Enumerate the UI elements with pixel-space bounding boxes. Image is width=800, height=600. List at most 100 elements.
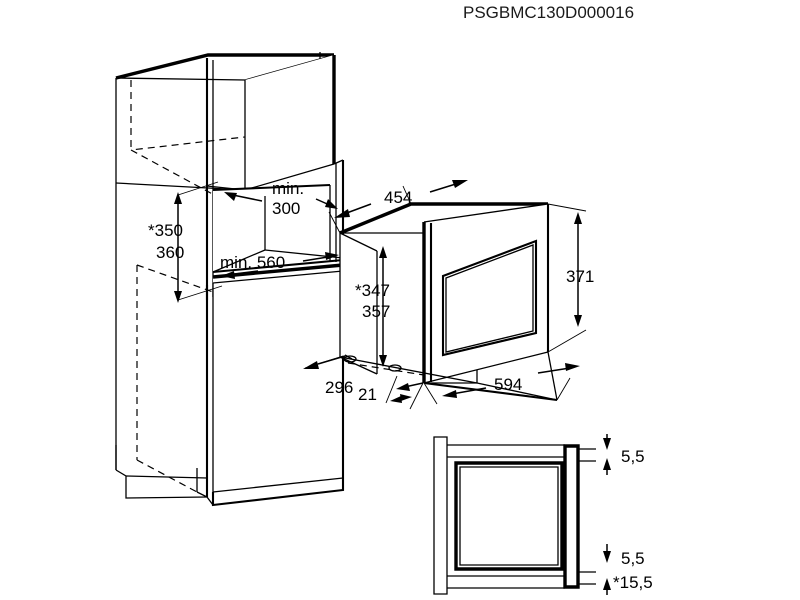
dimension-front-width: 594 — [423, 363, 580, 405]
dim-arrow-300-left — [224, 192, 237, 201]
niche-floor-left — [212, 249, 266, 273]
dimension-base-width: 296 — [303, 355, 424, 410]
appliance-base-back-edge — [339, 356, 478, 384]
appliance-left-top-edge — [339, 232, 378, 252]
dim-label-top-depth: 454 — [384, 188, 412, 207]
dim-label-foot-offset: 21 — [358, 385, 377, 404]
plinth-front — [211, 478, 345, 507]
dim-arrow-296-left — [303, 361, 319, 369]
dim-arrow-55-top-up — [603, 458, 611, 470]
dim-label-niche-height-alt: 360 — [156, 243, 184, 262]
dim-ext-371-top — [547, 203, 587, 212]
dim-line-594-left — [451, 387, 487, 395]
cabinet-side-plinth-top — [125, 475, 208, 479]
appliance-door-window-inner — [445, 244, 534, 353]
dim-arrow-560-right — [325, 252, 339, 260]
dim-line-296-right — [317, 355, 346, 365]
detail-right-trim-bar — [563, 444, 580, 589]
dimension-trim-top: 5,5 — [603, 434, 645, 475]
dim-label-depth-min: min. — [272, 179, 304, 198]
lower-cabinet-top-inner — [212, 270, 344, 284]
dim-arrow-454-left — [334, 209, 350, 218]
dim-arrow-21-right — [400, 394, 412, 401]
dim-arrow-347-up — [379, 246, 387, 258]
appliance-door-bottom-edge — [423, 351, 549, 384]
appliance-door-window — [441, 239, 538, 357]
dim-ext-371-bottom — [547, 329, 587, 353]
dim-label-niche-height-star: *350 — [148, 221, 183, 240]
lower-cabinet-front — [213, 265, 343, 492]
cabinet-right-stile-top — [333, 159, 344, 165]
dim-arrow-594-right — [565, 363, 580, 371]
drawing-title: PSGBMC130D000016 — [463, 3, 634, 22]
cabinet-right-panel — [245, 55, 334, 190]
dim-arrow-296-right — [396, 383, 410, 391]
dim-label-trim-bottom-star: *15,5 — [613, 573, 653, 592]
dim-ext-350-top — [177, 181, 219, 196]
dim-arrow-371-down — [574, 315, 582, 327]
dim-ext-21-right — [409, 382, 424, 410]
dim-ext-454-right — [402, 185, 412, 205]
dimension-top-depth: 454 — [328, 180, 468, 234]
appliance-base-hidden — [347, 362, 425, 376]
dimension-niche-height: *350 360 — [148, 181, 223, 303]
dim-ext-350-bottom — [177, 285, 223, 301]
dim-label-base-width: 296 — [325, 378, 353, 397]
dim-arrow-350-up — [174, 192, 182, 204]
dimension-front-height: 371 — [547, 203, 594, 353]
dim-arrow-55-bot-up — [603, 578, 611, 590]
appliance-foot-mid — [388, 364, 402, 372]
dim-label-trim-top: 5,5 — [621, 447, 645, 466]
dim-label-niche-width: min. 560 — [220, 253, 285, 272]
dim-ext-21-left — [385, 375, 398, 404]
niche-top-edge — [212, 183, 331, 192]
lower-cabinet-bottom-edge — [212, 477, 344, 493]
appliance-door-top-edge — [423, 203, 549, 223]
dimension-niche-depth: min. 300 — [224, 179, 338, 218]
view-appliance-body: 454 *347 357 371 594 — [303, 180, 594, 410]
lower-cabinet-top-edge — [212, 263, 344, 279]
appliance-left-bottom-edge — [339, 356, 378, 375]
dim-arrow-371-up — [574, 212, 582, 224]
dim-arrow-347-down — [379, 355, 387, 367]
dim-label-body-height-star: *347 — [355, 281, 390, 300]
plinth-left-corner — [196, 491, 208, 498]
appliance-door-right-lower — [547, 351, 558, 401]
appliance-base-front-right — [423, 381, 558, 402]
dimension-trim-bottom: 5,5 *15,5 — [603, 544, 653, 595]
dim-ext-454-left — [328, 211, 341, 234]
dim-arrow-594-left — [442, 390, 457, 398]
detail-left-flange — [433, 436, 448, 595]
dim-ext-594-left — [423, 382, 438, 405]
detail-inner-frame-inner — [459, 466, 559, 566]
appliance-left-side-face — [340, 233, 377, 374]
appliance-foot-left-1 — [344, 354, 353, 360]
dim-ext-594-right — [556, 377, 571, 401]
dimension-foot-offset: 21 — [358, 385, 412, 404]
cabinet-side-plinth — [115, 469, 208, 499]
detail-inner-frame — [454, 461, 564, 571]
view-door-detail: 5,5 5,5 *15,5 — [433, 434, 653, 595]
dim-arrow-560-left — [221, 271, 235, 279]
dim-arrow-350-down — [174, 291, 182, 303]
dimension-body-height: *347 357 — [355, 246, 390, 367]
dim-label-trim-bottom: 5,5 — [621, 549, 645, 568]
dim-label-front-height: 371 — [566, 267, 594, 286]
dim-arrow-300-right — [325, 199, 338, 209]
view-cabinet-niche: *350 360 min. 300 min. 560 — [115, 52, 345, 507]
dimension-niche-width: min. 560 — [220, 252, 339, 279]
plinth-left-edge — [206, 496, 214, 506]
niche-floor-front — [212, 258, 344, 274]
dim-arrow-55-bot-down — [603, 551, 611, 563]
dim-arrow-55-top-down — [603, 438, 611, 450]
appliance-base-diag — [476, 382, 558, 401]
cabinet-top-face — [116, 55, 334, 80]
dim-line-594-right — [537, 367, 571, 374]
appliance-foot-left — [343, 355, 357, 363]
dim-arrow-454-right — [452, 180, 468, 188]
niche-opening-face — [213, 185, 330, 272]
cabinet-top-back-edge — [115, 53, 334, 80]
